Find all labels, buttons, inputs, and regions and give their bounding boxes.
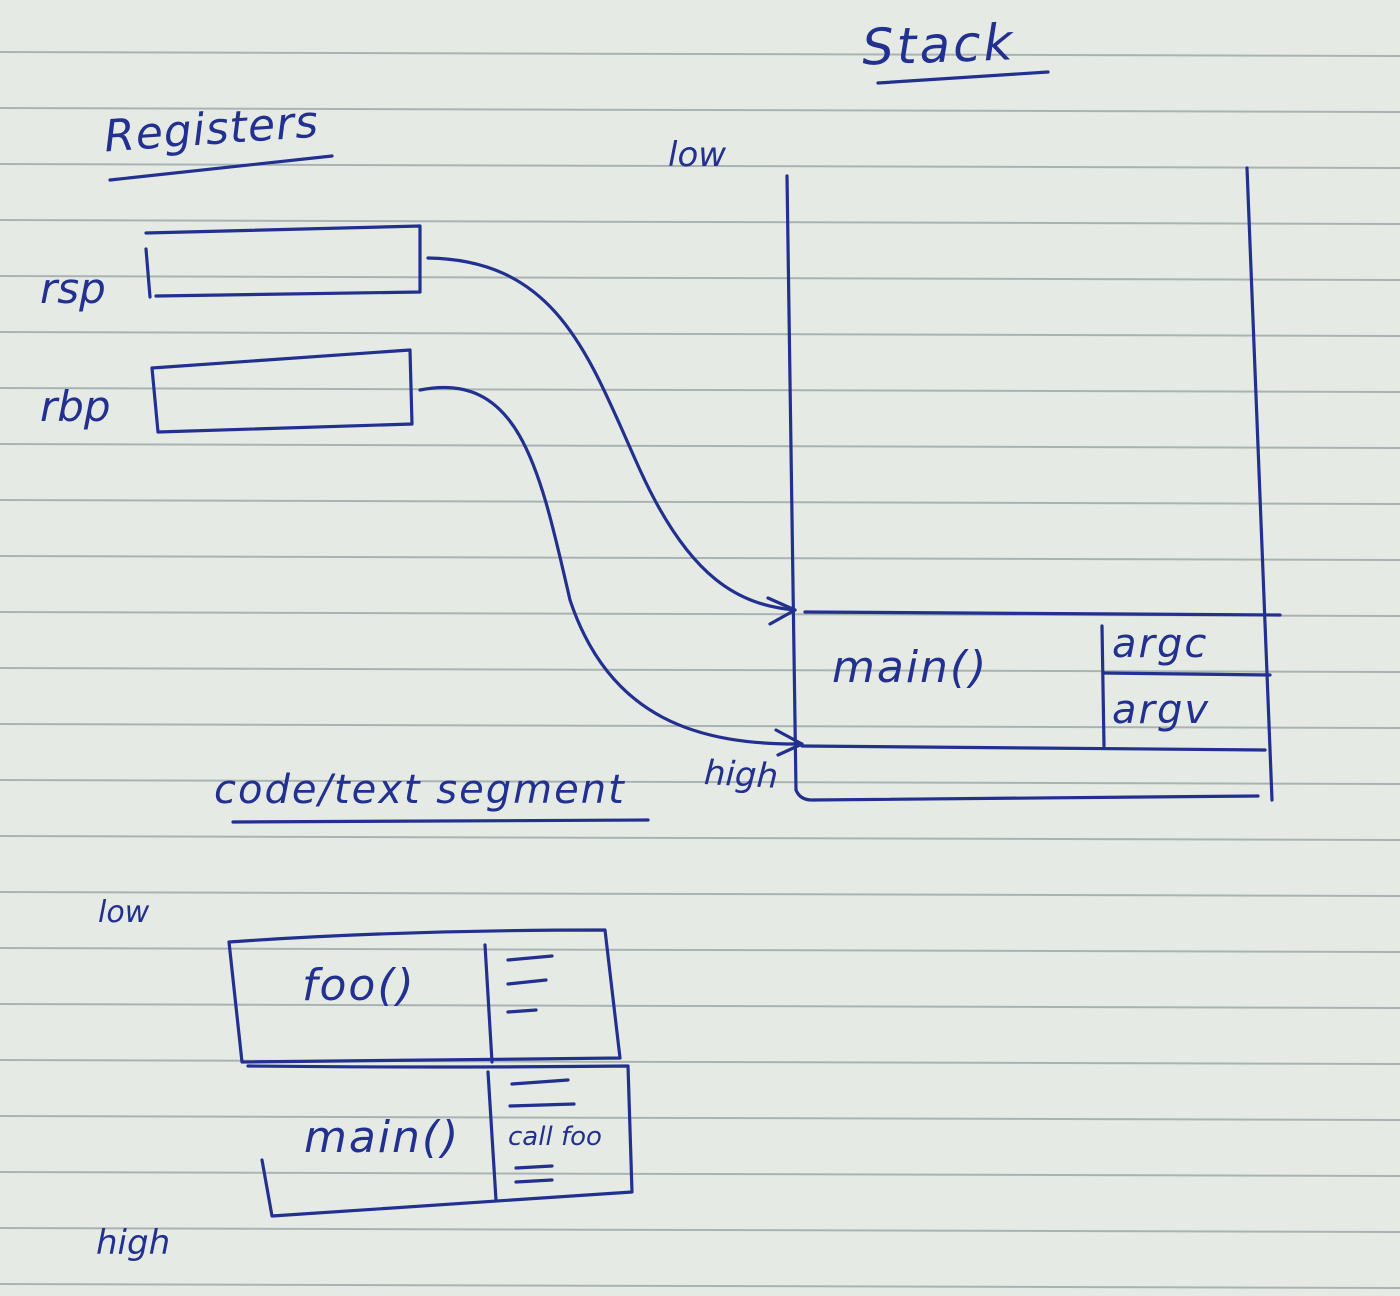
ruled-line (0, 891, 1400, 897)
foo-instruction-marks (506, 954, 554, 1014)
code-segment-title: code/text segment (214, 767, 626, 813)
ruled-line (0, 443, 1400, 449)
ruled-line (0, 51, 1400, 57)
ruled-line (0, 667, 1400, 673)
ruled-line (0, 387, 1400, 393)
stack-outline (785, 166, 1274, 802)
code-segment-foo-box (227, 928, 622, 1064)
rsp-pointer-arrow (426, 256, 797, 626)
ruled-line (0, 163, 1400, 169)
ruled-line (0, 1003, 1400, 1009)
rbp-pointer-arrow (418, 385, 804, 757)
stack-slot-argv: argv (1112, 687, 1211, 733)
registers-title-underline (108, 154, 334, 182)
ruled-line (0, 107, 1400, 113)
code-segment-high-label: high (96, 1223, 171, 1263)
ruled-line (0, 275, 1400, 281)
ruled-line (0, 499, 1400, 505)
stack-frame-main-label: main() (832, 642, 989, 693)
ruled-line (0, 723, 1400, 729)
ruled-line (0, 1227, 1400, 1233)
ruled-line (0, 219, 1400, 225)
main-stack-frame (800, 610, 1282, 752)
ruled-line (0, 835, 1400, 841)
rsp-register-box (144, 224, 422, 299)
ruled-line (0, 1115, 1400, 1121)
rbp-register-box (150, 348, 414, 434)
ruled-line (0, 1059, 1400, 1065)
ruled-line (0, 947, 1400, 953)
rsp-label: rsp (40, 264, 106, 313)
rbp-label: rbp (40, 382, 111, 431)
code-segment-title-underline (231, 818, 650, 824)
code-function-foo-label: foo() (302, 960, 416, 1011)
stack-title: Stack (861, 13, 1017, 77)
code-segment-main-box (246, 1064, 634, 1218)
ruled-line (0, 779, 1400, 785)
ruled-line (0, 331, 1400, 337)
stack-high-label: high (703, 753, 780, 797)
main-call-foo-note: call foo (508, 1122, 602, 1152)
ruled-line (0, 555, 1400, 561)
stack-slot-argc: argc (1112, 621, 1209, 667)
ruled-line (0, 1171, 1400, 1177)
ruled-line (0, 1283, 1400, 1289)
code-segment-low-label: low (98, 895, 150, 930)
main-instruction-marks (508, 1078, 576, 1184)
code-function-main-label: main() (304, 1112, 461, 1163)
stack-title-underline (876, 70, 1050, 85)
stack-low-label: low (668, 135, 727, 175)
